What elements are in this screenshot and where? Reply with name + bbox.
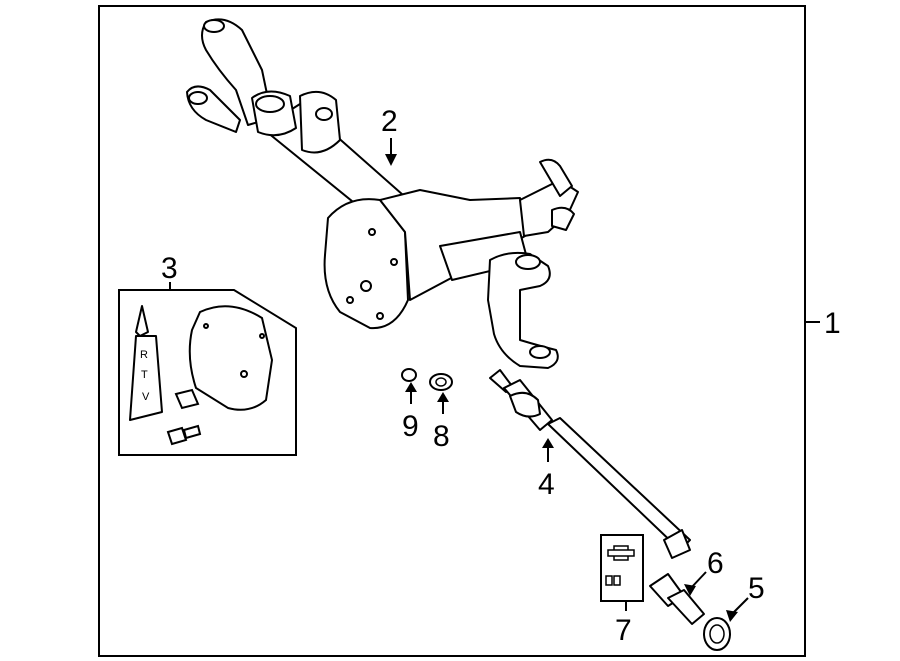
kit-box — [118, 289, 297, 456]
callout-1: 1 — [824, 307, 841, 340]
callout-4: 4 — [538, 468, 555, 501]
diff-cover — [188, 305, 274, 411]
arrow-4 — [542, 438, 554, 448]
callout-5: 5 — [748, 572, 765, 605]
u-joint-kit-box — [600, 534, 644, 602]
rtv-label-r: R — [140, 349, 148, 361]
diagram-frame — [98, 5, 806, 657]
rtv-label-v: V — [142, 391, 150, 403]
arrow-5 — [726, 610, 738, 622]
rtv-tube — [129, 305, 163, 421]
axle-housing — [186, 18, 579, 369]
callout-6: 6 — [707, 547, 724, 580]
callout-3: 3 — [161, 252, 178, 285]
arrow-2 — [385, 154, 397, 166]
u-joint — [605, 545, 635, 586]
arrow-6 — [684, 584, 696, 596]
stub-shaft — [649, 573, 705, 625]
callout-7: 7 — [615, 614, 632, 647]
cover-bolts — [166, 388, 202, 446]
arrow-8 — [437, 392, 449, 402]
callout-8: 8 — [433, 420, 450, 453]
callout-2: 2 — [381, 105, 398, 138]
axle-shaft — [489, 369, 691, 559]
rtv-label-t: T — [141, 369, 148, 381]
callout-9: 9 — [402, 410, 419, 443]
seal-9 — [401, 368, 417, 382]
leader-5 — [731, 597, 749, 615]
arrow-9 — [405, 382, 417, 392]
